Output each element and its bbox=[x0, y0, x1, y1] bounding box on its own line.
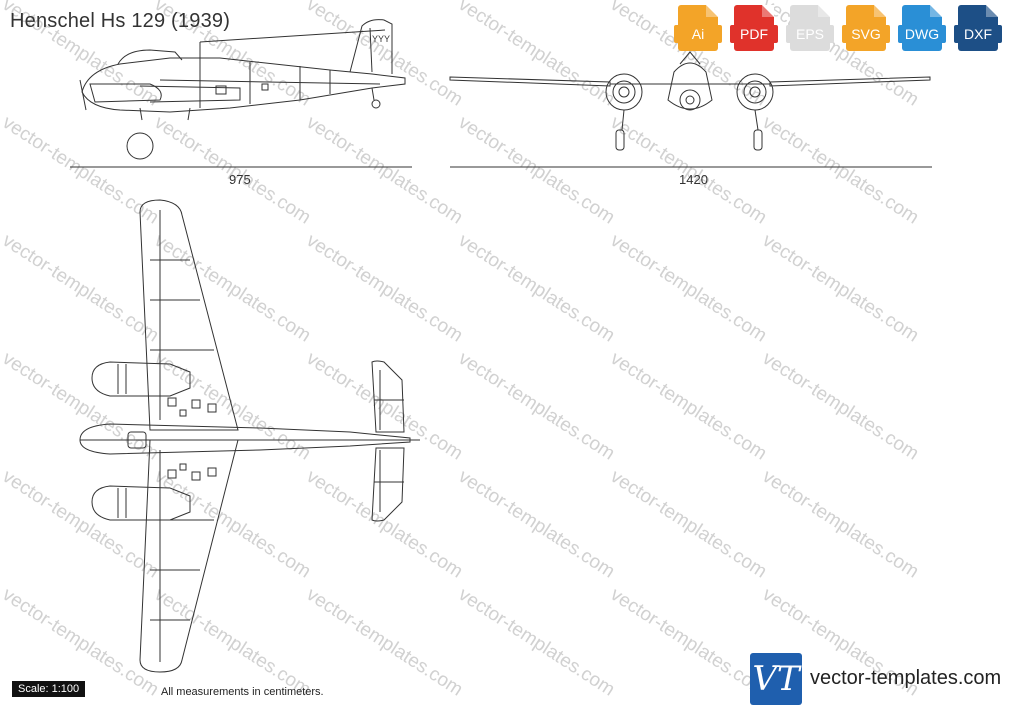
format-svg-button[interactable]: SVG bbox=[842, 5, 890, 51]
front-view bbox=[449, 51, 932, 168]
side-view: YYY bbox=[70, 19, 412, 168]
page-fold-icon bbox=[818, 5, 830, 17]
svg-text:YYY: YYY bbox=[372, 34, 390, 44]
front-span-label: 1420 bbox=[679, 172, 708, 187]
page-fold-icon bbox=[706, 5, 718, 17]
format-label: EPS bbox=[786, 25, 834, 43]
page-fold-icon bbox=[986, 5, 998, 17]
page-fold-icon bbox=[762, 5, 774, 17]
format-pdf-button[interactable]: PDF bbox=[730, 5, 778, 51]
format-eps-button[interactable]: EPS bbox=[786, 5, 834, 51]
scale-badge: Scale: 1:100 bbox=[12, 681, 86, 697]
format-label: DWG bbox=[898, 25, 946, 43]
format-label: PDF bbox=[730, 25, 778, 43]
page-fold-icon bbox=[930, 5, 942, 17]
format-label: DXF bbox=[954, 25, 1002, 43]
format-label: SVG bbox=[842, 25, 890, 43]
format-dwg-button[interactable]: DWG bbox=[898, 5, 946, 51]
brand-logo-icon: VT bbox=[750, 653, 802, 705]
format-dxf-button[interactable]: DXF bbox=[954, 5, 1002, 51]
brand-name: vector-templates.com bbox=[810, 667, 1002, 689]
top-view bbox=[79, 199, 420, 673]
page-fold-icon bbox=[874, 5, 886, 17]
side-length-label: 975 bbox=[229, 172, 251, 187]
page-title: Henschel Hs 129 (1939) bbox=[10, 10, 231, 32]
format-label: Ai bbox=[674, 25, 722, 43]
format-ai-button[interactable]: Ai bbox=[674, 5, 722, 51]
measurement-note: All measurements in centimeters. bbox=[161, 686, 324, 698]
